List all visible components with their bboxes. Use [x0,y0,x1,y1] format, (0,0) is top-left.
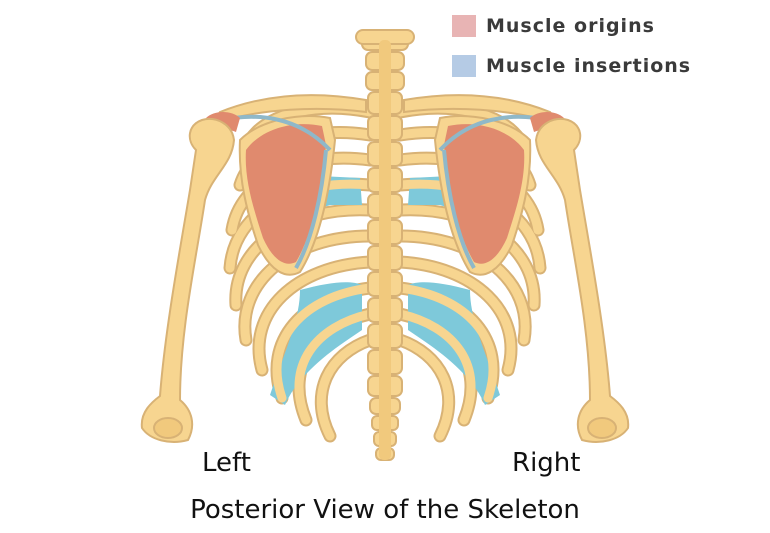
right-humerus [534,118,630,443]
spine-processes [379,40,391,460]
origins-swatch [452,15,476,37]
insertions-label: Muscle insertions [486,55,692,77]
diagram-caption: Posterior View of the Skeleton [190,495,580,525]
legend-item-insertions: Muscle insertions [452,54,691,78]
left-scapula [221,114,337,276]
left-scapula-origin [245,124,326,264]
right-scapula [433,114,549,276]
right-scapula-origin [444,124,525,264]
left-side-label: Left [202,448,251,478]
legend-item-origins: Muscle origins [452,14,691,38]
right-side-label: Right [512,448,581,478]
left-humerus [140,118,236,443]
origins-label: Muscle origins [486,15,655,37]
insertions-swatch [452,55,476,77]
legend: Muscle origins Muscle insertions [452,14,691,94]
